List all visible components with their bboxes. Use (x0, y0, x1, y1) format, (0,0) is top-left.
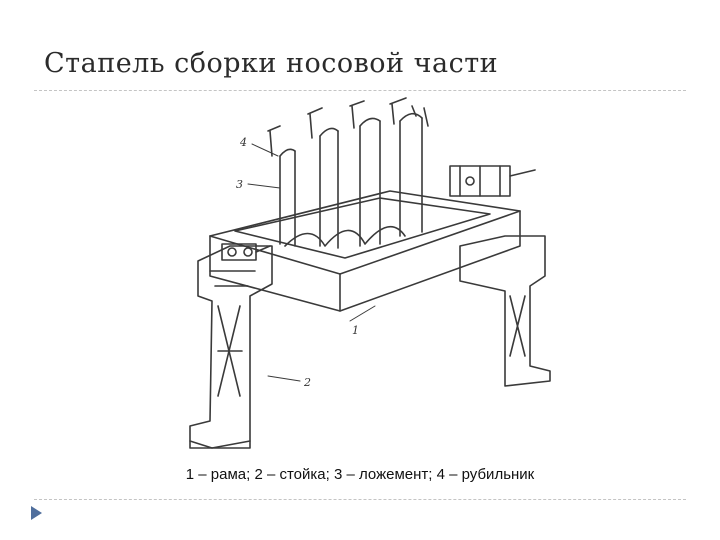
assembly-jig-drawing: 4 3 1 2 (160, 96, 560, 456)
triangle-bullet-icon (31, 506, 42, 520)
left-stand (189, 245, 273, 449)
figure-label-4: 4 (239, 136, 247, 149)
bottom-divider (34, 499, 686, 500)
figure-label-2: 2 (303, 376, 311, 389)
toggle-clamps (267, 97, 429, 157)
title-divider (34, 90, 686, 91)
callout-lines (247, 143, 376, 382)
left-clamp (221, 243, 271, 261)
right-stand (459, 235, 551, 387)
figure-caption: 1 – рама; 2 – стойка; 3 – ложемент; 4 – … (185, 466, 535, 483)
figure-label-1: 1 (352, 324, 359, 337)
cradle-supports (279, 112, 423, 249)
right-clamp (449, 165, 536, 197)
frame-body (209, 190, 521, 312)
slide-title: Стапель сборки носовой части (44, 48, 499, 79)
figure-label-3: 3 (236, 178, 243, 191)
